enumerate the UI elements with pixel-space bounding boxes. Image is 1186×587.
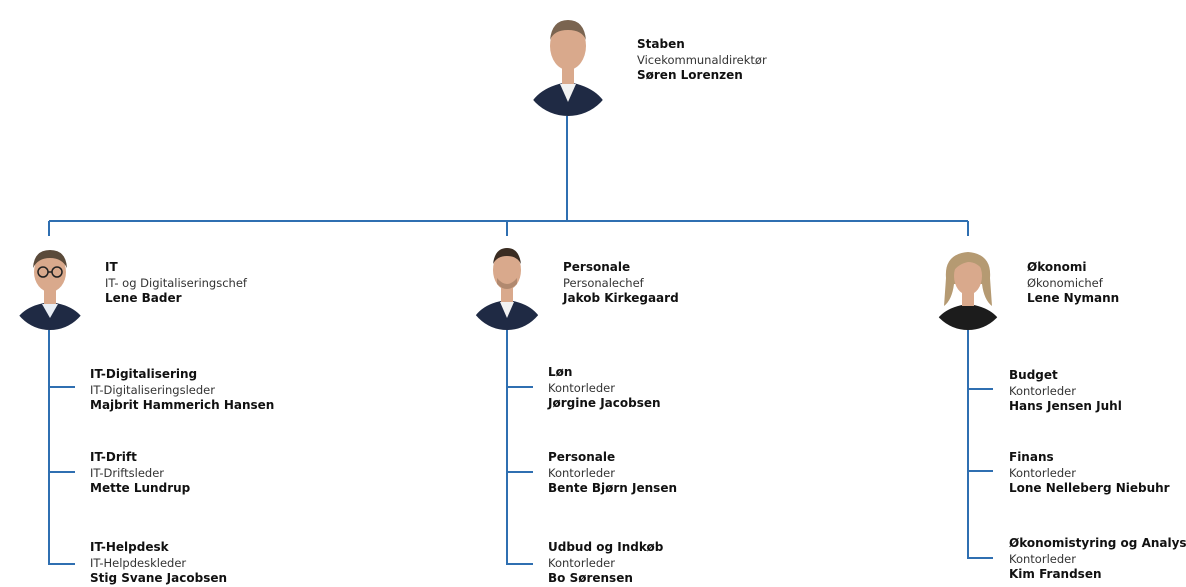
node-unit: Budget: [1009, 368, 1058, 382]
avatar-personale-leader: [467, 238, 547, 330]
node-okonomi: Økonomi Økonomichef Lene Nymann: [1027, 260, 1119, 307]
node-name: Kim Frandsen: [1009, 567, 1102, 581]
node-name: Lene Bader: [105, 291, 182, 305]
avatar-okonomi-leader: [928, 244, 1008, 330]
portrait-man-suit-icon: [467, 238, 547, 330]
node-unit: Finans: [1009, 450, 1054, 464]
node-top: Staben Vicekommunaldirektør Søren Lorenz…: [637, 37, 767, 84]
node-name: Lone Nelleberg Niebuhr: [1009, 481, 1170, 495]
node-okonomi-sub-2: Finans Kontorleder Lone Nelleberg Niebuh…: [1009, 450, 1170, 497]
node-role: IT-Driftsleder: [90, 465, 165, 480]
node-name: Søren Lorenzen: [637, 68, 743, 82]
node-name: Lene Nymann: [1027, 291, 1120, 305]
node-role: Kontorleder: [1009, 383, 1076, 398]
node-unit: IT-Helpdesk: [90, 540, 169, 554]
node-name: Jørgine Jacobsen: [548, 396, 661, 410]
node-it-sub-3: IT-Helpdesk IT-Helpdeskleder Stig Svane …: [90, 540, 227, 587]
node-role: Vicekommunaldirektør: [637, 52, 767, 67]
node-personale-sub-3: Udbud og Indkøb Kontorleder Bo Sørensen: [548, 540, 663, 587]
node-role: IT- og Digitaliseringschef: [105, 275, 247, 290]
node-unit: IT: [105, 260, 118, 274]
node-name: Mette Lundrup: [90, 481, 191, 495]
node-name: Jakob Kirkegaard: [563, 291, 679, 305]
node-role: IT-Helpdeskleder: [90, 555, 187, 570]
node-okonomi-sub-3: Økonomistyring og Analyse Kontorleder Ki…: [1009, 536, 1186, 583]
node-unit: IT-Drift: [90, 450, 137, 464]
node-role: Økonomichef: [1027, 275, 1103, 290]
node-name: Hans Jensen Juhl: [1009, 399, 1122, 413]
node-unit: Økonomistyring og Analyse: [1009, 536, 1186, 550]
avatar-it-leader: [10, 238, 90, 330]
portrait-man-suit-icon: [522, 6, 614, 116]
node-unit: Personale: [563, 260, 631, 274]
node-role: Kontorleder: [1009, 465, 1076, 480]
node-role: Kontorleder: [548, 465, 615, 480]
portrait-woman-blonde-icon: [928, 244, 1008, 330]
node-role: Kontorleder: [548, 380, 615, 395]
node-role: Kontorleder: [548, 555, 615, 570]
node-name: Stig Svane Jacobsen: [90, 571, 228, 585]
node-personale: Personale Personalechef Jakob Kirkegaard: [563, 260, 679, 307]
node-personale-sub-1: Løn Kontorleder Jørgine Jacobsen: [548, 365, 661, 412]
node-it-sub-2: IT-Drift IT-Driftsleder Mette Lundrup: [90, 450, 190, 497]
node-it-sub-1: IT-Digitalisering IT-Digitaliseringslede…: [90, 367, 274, 414]
node-personale-sub-2: Personale Kontorleder Bente Bjørn Jensen: [548, 450, 677, 497]
node-unit: Økonomi: [1027, 260, 1087, 274]
node-name: Bente Bjørn Jensen: [548, 481, 677, 495]
node-role: IT-Digitaliseringsleder: [90, 382, 215, 397]
node-role: Personalechef: [563, 275, 644, 290]
node-okonomi-sub-1: Budget Kontorleder Hans Jensen Juhl: [1009, 368, 1122, 415]
node-unit: Staben: [637, 37, 685, 51]
node-unit: IT-Digitalisering: [90, 367, 198, 381]
node-unit: Udbud og Indkøb: [548, 540, 664, 554]
node-name: Bo Sørensen: [548, 571, 633, 585]
node-it: IT IT- og Digitaliseringschef Lene Bader: [105, 260, 247, 307]
node-unit: Løn: [548, 365, 573, 379]
node-unit: Personale: [548, 450, 616, 464]
portrait-woman-glasses-icon: [10, 238, 90, 330]
node-name: Majbrit Hammerich Hansen: [90, 398, 275, 412]
node-role: Kontorleder: [1009, 551, 1076, 566]
avatar-top-leader: [522, 6, 614, 116]
